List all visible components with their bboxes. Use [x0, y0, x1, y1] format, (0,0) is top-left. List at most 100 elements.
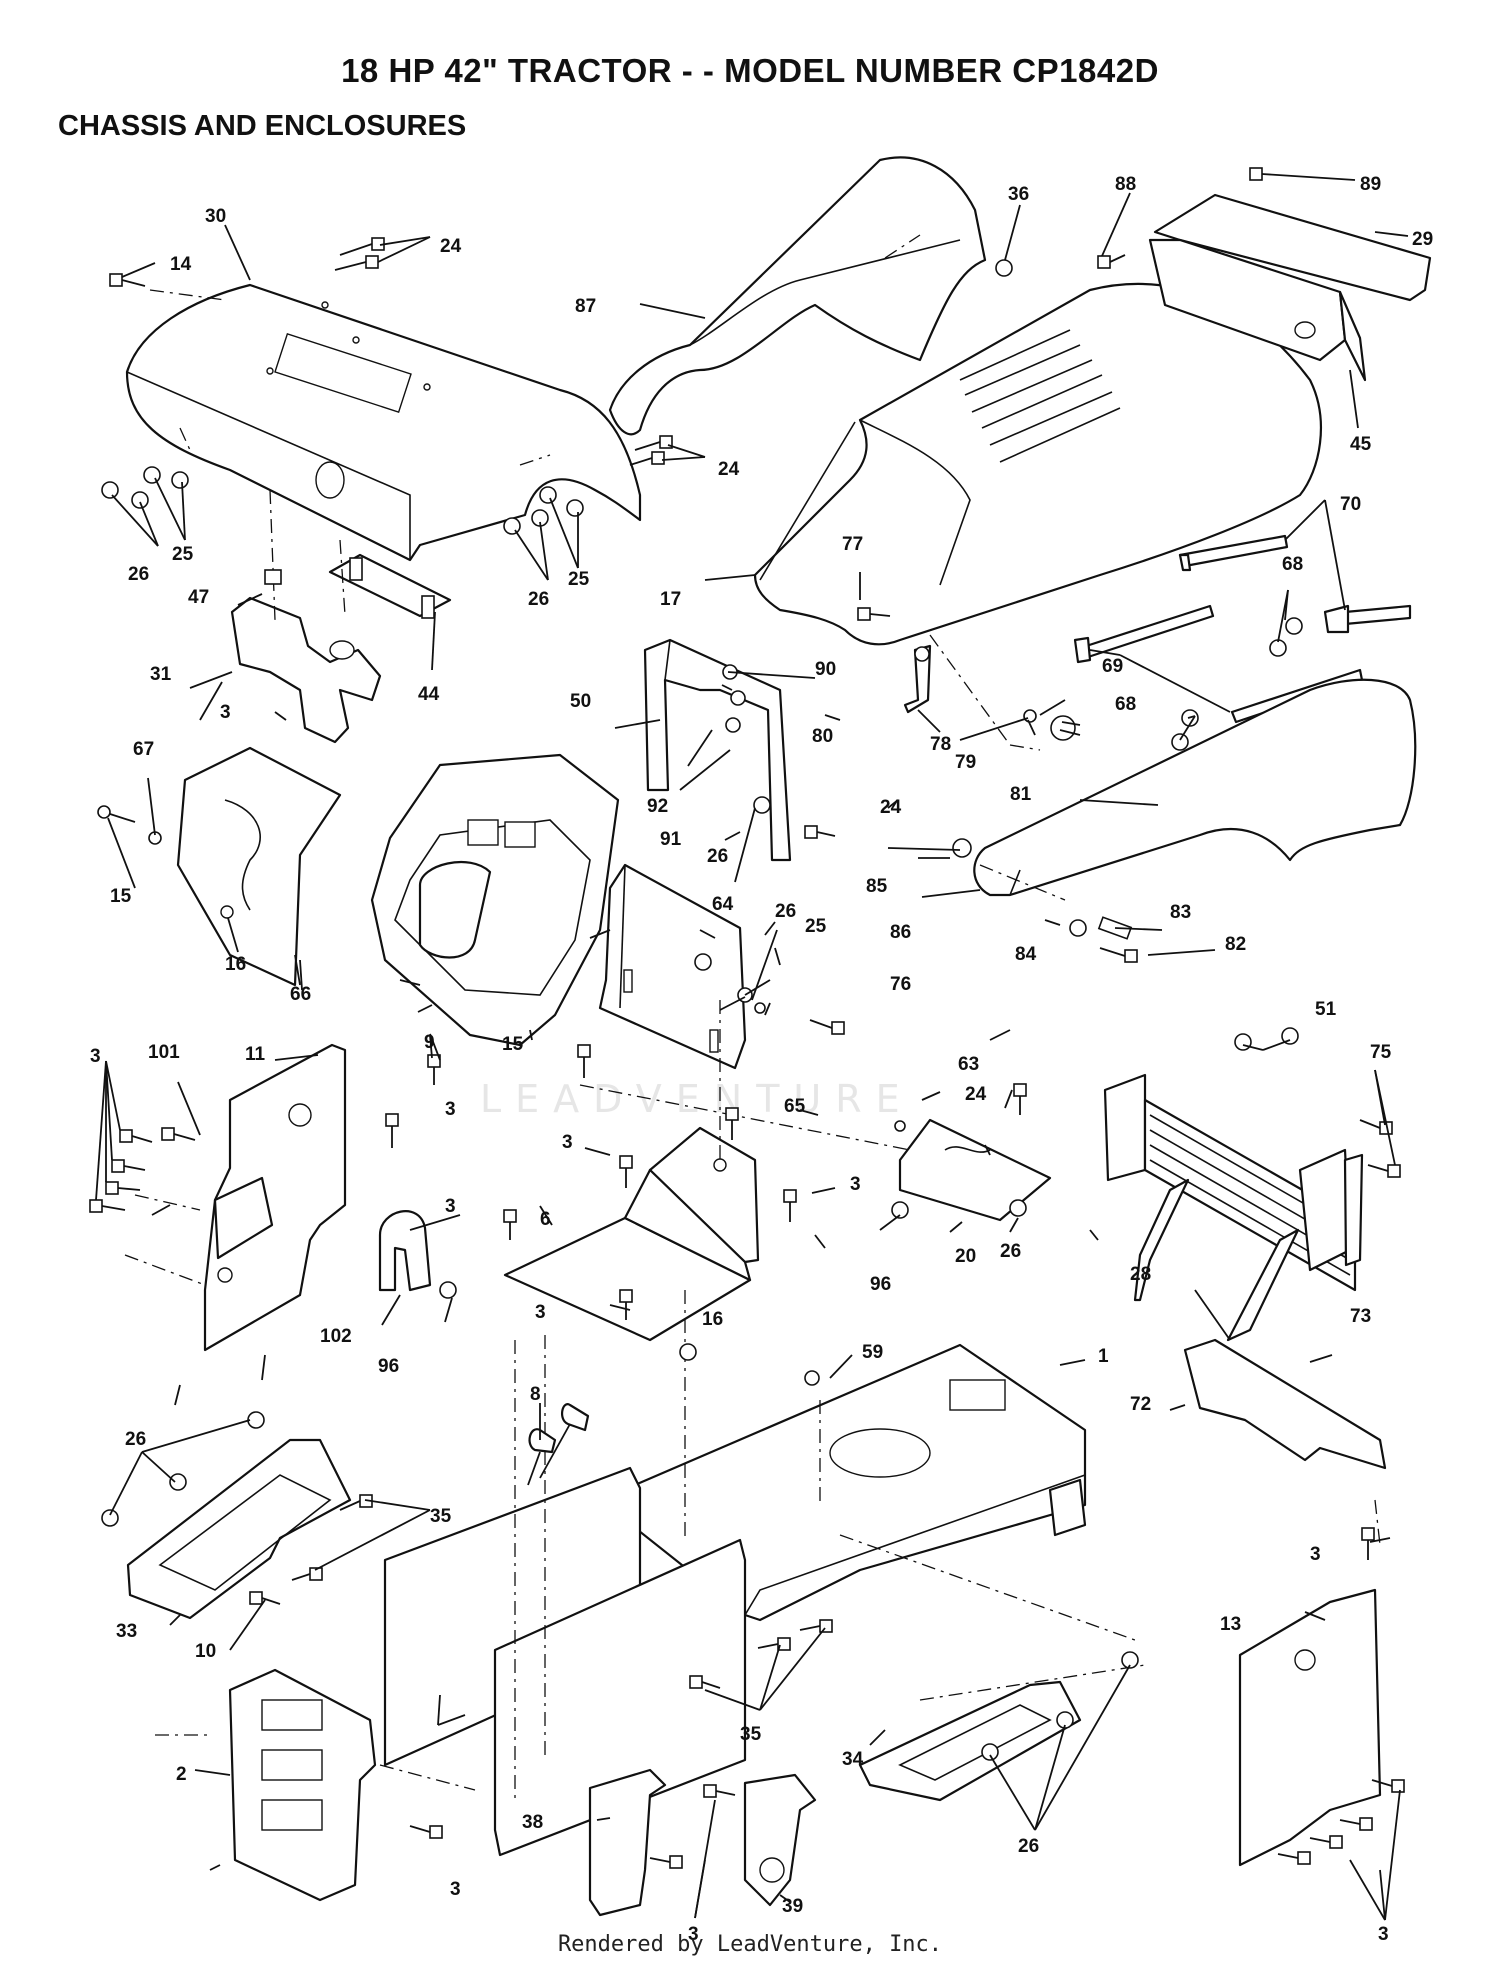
part-28-grille-assembly[interactable]	[1103, 1073, 1364, 1342]
callout-91: 91	[660, 829, 682, 850]
callout-1: 1	[1098, 1346, 1109, 1367]
callout-36: 36	[1008, 184, 1029, 205]
part-86-side-rail[interactable]	[973, 678, 1417, 897]
part-34-right-footrest[interactable]	[858, 1680, 1082, 1802]
part-29-grille[interactable]	[1148, 193, 1432, 382]
callout-35: 35	[740, 1724, 762, 1745]
part-66-side-cover[interactable]	[176, 746, 342, 987]
part-31-bracket[interactable]	[230, 596, 382, 744]
callout-96: 96	[378, 1356, 399, 1377]
callout-24: 24	[880, 797, 902, 818]
callout-25: 25	[172, 544, 194, 565]
callout-76: 76	[890, 974, 911, 995]
callout-85: 85	[866, 876, 888, 897]
callout-26: 26	[528, 589, 549, 610]
callout-101: 101	[148, 1042, 180, 1063]
callout-24: 24	[965, 1084, 987, 1105]
part-6-floor-plate[interactable]	[503, 1126, 760, 1342]
part-72-guard[interactable]	[1183, 1338, 1387, 1470]
callout-79: 79	[955, 752, 976, 773]
part-44-plate[interactable]	[328, 553, 452, 619]
callout-44: 44	[418, 684, 440, 705]
callout-38: 38	[522, 1812, 543, 1833]
callout-26: 26	[1000, 1241, 1021, 1262]
callout-50: 50	[570, 691, 591, 712]
callout-78: 78	[930, 734, 951, 755]
part-1-left-rail[interactable]	[383, 1466, 747, 1857]
callout-87: 87	[575, 296, 596, 317]
part-2-front-plate[interactable]	[228, 1668, 377, 1902]
callout-102: 102	[320, 1326, 352, 1347]
part-30-dash-panel[interactable]	[125, 283, 642, 562]
callout-26: 26	[707, 846, 728, 867]
alignment-lines	[124, 234, 1381, 1800]
callout-34: 34	[842, 1749, 864, 1770]
callout-64: 64	[712, 894, 734, 915]
callout-3: 3	[1310, 1544, 1321, 1565]
callout-83: 83	[1170, 902, 1191, 923]
callout-68: 68	[1282, 554, 1303, 575]
callout-30: 30	[205, 206, 226, 227]
callout-31: 31	[150, 664, 172, 685]
callout-66: 66	[290, 984, 311, 1005]
callout-2: 2	[176, 1764, 187, 1785]
callout-26: 26	[775, 901, 796, 922]
callout-13: 13	[1220, 1614, 1241, 1635]
callout-9: 9	[424, 1032, 435, 1053]
callout-73: 73	[1350, 1306, 1371, 1327]
callout-16: 16	[702, 1309, 723, 1330]
callout-3: 3	[445, 1196, 456, 1217]
diagram-title: 18 HP 42" TRACTOR - - MODEL NUMBER CP184…	[341, 52, 1159, 89]
part-20-plate[interactable]	[898, 1118, 1052, 1222]
callout-8: 8	[530, 1384, 541, 1405]
callout-35: 35	[430, 1506, 452, 1527]
fastener-hardware	[89, 167, 1405, 1869]
part-39-bracket[interactable]	[743, 1773, 817, 1907]
part-64-bracket[interactable]	[598, 863, 747, 1070]
callout-3: 3	[562, 1132, 573, 1153]
part-13-right-plate[interactable]	[1238, 1588, 1382, 1867]
callout-6: 6	[540, 1209, 551, 1230]
callout-84: 84	[1015, 944, 1037, 965]
callout-3: 3	[220, 702, 231, 723]
callout-17: 17	[660, 589, 681, 610]
part-17-hood[interactable]	[753, 282, 1322, 646]
callout-59: 59	[862, 1342, 883, 1363]
callout-70: 70	[1340, 494, 1361, 515]
callout-92: 92	[647, 796, 668, 817]
callout-10: 10	[195, 1641, 216, 1662]
part-50-support[interactable]	[643, 638, 792, 862]
callout-47: 47	[188, 587, 209, 608]
callout-29: 29	[1412, 229, 1433, 250]
callout-15: 15	[110, 886, 132, 907]
part-87-dash-cover[interactable]	[608, 156, 987, 436]
callout-45: 45	[1350, 434, 1372, 455]
callout-3: 3	[445, 1099, 456, 1120]
part-38-bracket[interactable]	[588, 1768, 667, 1917]
callout-24: 24	[440, 236, 462, 257]
callout-26: 26	[125, 1429, 146, 1450]
callout-25: 25	[568, 569, 590, 590]
callout-89: 89	[1360, 174, 1381, 195]
callout-69: 69	[1102, 656, 1123, 677]
callout-88: 88	[1115, 174, 1136, 195]
part-11-left-plate[interactable]	[203, 1043, 347, 1352]
callout-67: 67	[133, 739, 154, 760]
callout-90: 90	[815, 659, 836, 680]
part-70-bracket[interactable]	[1178, 534, 1412, 634]
callout-3: 3	[90, 1046, 101, 1067]
callout-68: 68	[1115, 694, 1136, 715]
callout-96: 96	[870, 1274, 891, 1295]
callout-24: 24	[718, 459, 740, 480]
callout-72: 72	[1130, 1394, 1151, 1415]
callout-80: 80	[812, 726, 833, 747]
callout-3: 3	[450, 1879, 461, 1900]
callout-28: 28	[1130, 1264, 1151, 1285]
leader-lines	[95, 173, 1409, 1921]
part-33-left-footrest[interactable]	[126, 1438, 352, 1620]
callout-65: 65	[784, 1096, 806, 1117]
part-102-clip[interactable]	[378, 1210, 432, 1292]
part-9-console[interactable]	[370, 753, 620, 1047]
callout-14: 14	[170, 254, 192, 275]
